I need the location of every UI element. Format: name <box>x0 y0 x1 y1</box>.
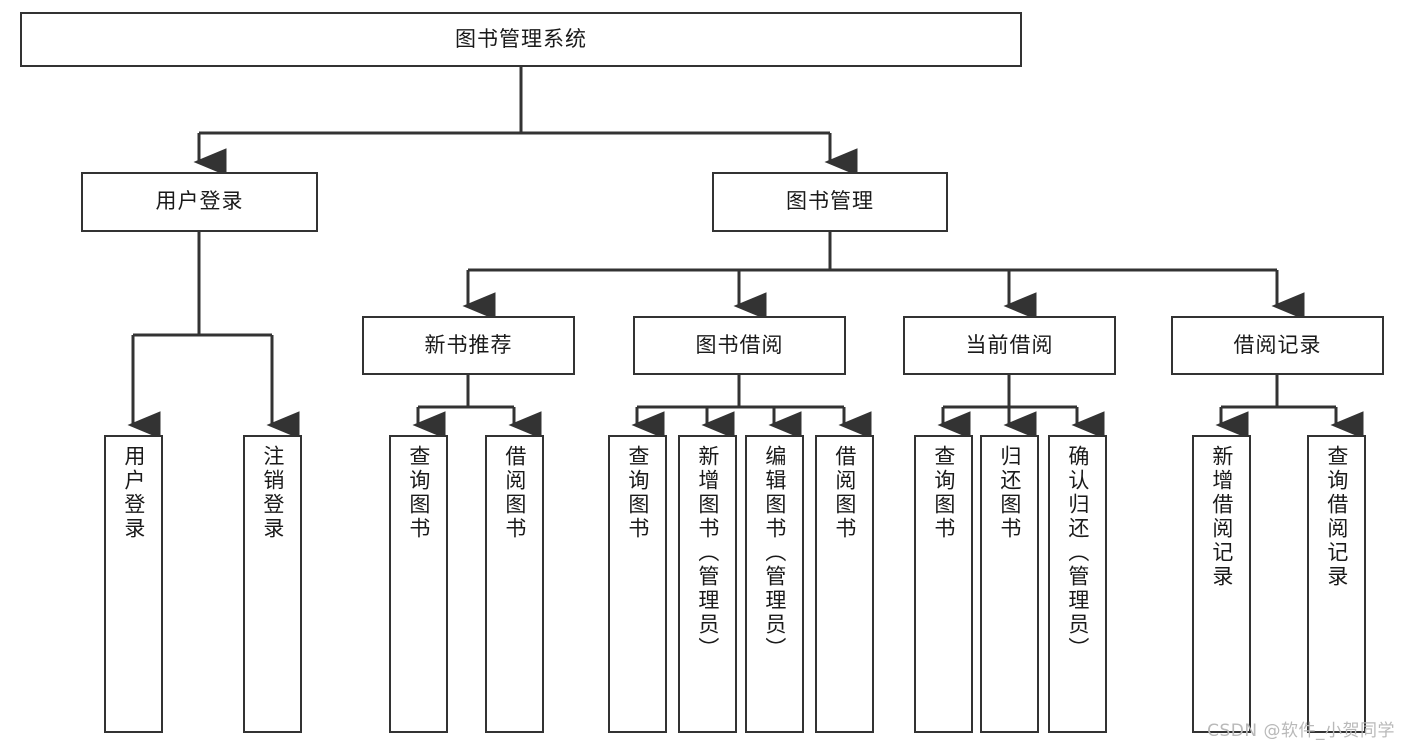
node-book-borrow-label: 图书借阅 <box>695 332 784 357</box>
node-book-borrow[interactable]: 图书借阅 <box>633 316 846 375</box>
node-new-book-recommend-label: 新书推荐 <box>424 332 513 357</box>
leaf-new-book-borrow[interactable]: 借阅图书 <box>485 435 544 733</box>
leaf-borrow-edit-book-admin[interactable]: 编辑图书（管理员） <box>745 435 804 733</box>
node-current-borrow[interactable]: 当前借阅 <box>903 316 1116 375</box>
leaf-label: 查询图书 <box>625 445 650 541</box>
watermark-text: CSDN @软件_小贺同学 <box>1207 721 1395 741</box>
leaf-label: 确认归还（管理员） <box>1065 445 1090 661</box>
leaf-label: 借阅图书 <box>832 445 857 541</box>
leaf-current-return-book[interactable]: 归还图书 <box>980 435 1039 733</box>
leaf-label: 用户登录 <box>121 445 146 541</box>
node-root-label: 图书管理系统 <box>455 26 587 51</box>
node-book-management-label: 图书管理 <box>786 189 874 214</box>
node-current-borrow-label: 当前借阅 <box>965 332 1054 357</box>
leaf-label: 查询图书 <box>406 445 431 541</box>
leaf-label: 新增借阅记录 <box>1209 445 1234 589</box>
leaf-user-login-signout[interactable]: 注销登录 <box>243 435 302 733</box>
node-borrow-records[interactable]: 借阅记录 <box>1171 316 1384 375</box>
leaf-user-login-signin[interactable]: 用户登录 <box>104 435 163 733</box>
node-new-book-recommend[interactable]: 新书推荐 <box>362 316 575 375</box>
leaf-new-book-query[interactable]: 查询图书 <box>389 435 448 733</box>
leaf-label: 编辑图书（管理员） <box>762 445 787 661</box>
leaf-records-add-record[interactable]: 新增借阅记录 <box>1192 435 1251 733</box>
leaf-label: 注销登录 <box>260 445 285 541</box>
leaf-label: 归还图书 <box>997 445 1022 541</box>
leaf-label: 新增图书（管理员） <box>695 445 720 661</box>
node-user-login-label: 用户登录 <box>155 189 244 214</box>
leaf-current-confirm-return-admin[interactable]: 确认归还（管理员） <box>1048 435 1107 733</box>
leaf-borrow-query-book[interactable]: 查询图书 <box>608 435 667 733</box>
leaf-borrow-add-book-admin[interactable]: 新增图书（管理员） <box>678 435 737 733</box>
node-root[interactable]: 图书管理系统 <box>20 12 1022 67</box>
leaf-label: 查询借阅记录 <box>1324 445 1349 589</box>
leaf-records-query-record[interactable]: 查询借阅记录 <box>1307 435 1366 733</box>
node-borrow-records-label: 借阅记录 <box>1233 332 1322 357</box>
node-book-management[interactable]: 图书管理 <box>712 172 948 232</box>
leaf-label: 查询图书 <box>931 445 956 541</box>
node-user-login[interactable]: 用户登录 <box>81 172 318 232</box>
leaf-label: 借阅图书 <box>502 445 527 541</box>
leaf-current-query-book[interactable]: 查询图书 <box>914 435 973 733</box>
leaf-borrow-borrow-book[interactable]: 借阅图书 <box>815 435 874 733</box>
